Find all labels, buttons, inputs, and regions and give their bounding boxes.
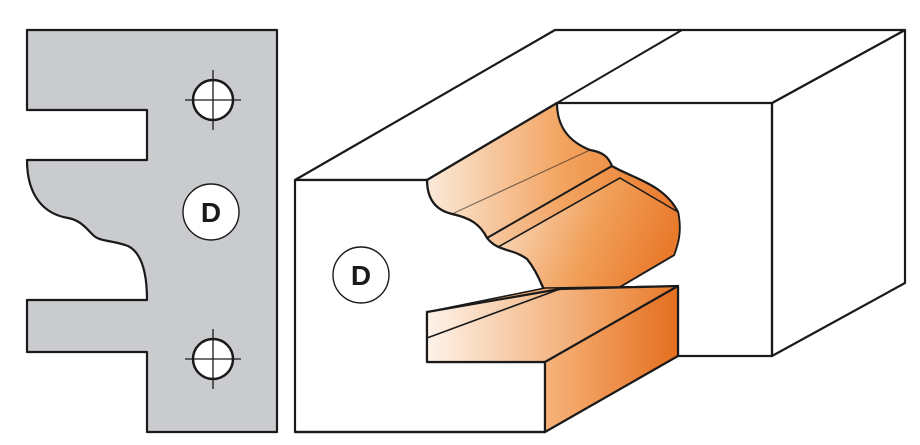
profile-ridge-1 — [486, 165, 613, 239]
mounting-hole-bottom-icon — [185, 329, 241, 389]
tongue-slot-line — [426, 288, 561, 339]
mounting-hole-top-icon — [185, 70, 241, 130]
workpiece-badge: D — [332, 246, 390, 304]
top-face-seam — [556, 29, 683, 104]
knife-plate: D — [25, 28, 279, 434]
workpiece: D — [293, 28, 907, 434]
knife-plate-outline — [25, 28, 279, 434]
profile-ridge-3 — [451, 149, 591, 215]
profile-badge: D — [182, 183, 240, 241]
profile-label: D — [201, 197, 221, 228]
workpiece-label: D — [351, 260, 371, 291]
